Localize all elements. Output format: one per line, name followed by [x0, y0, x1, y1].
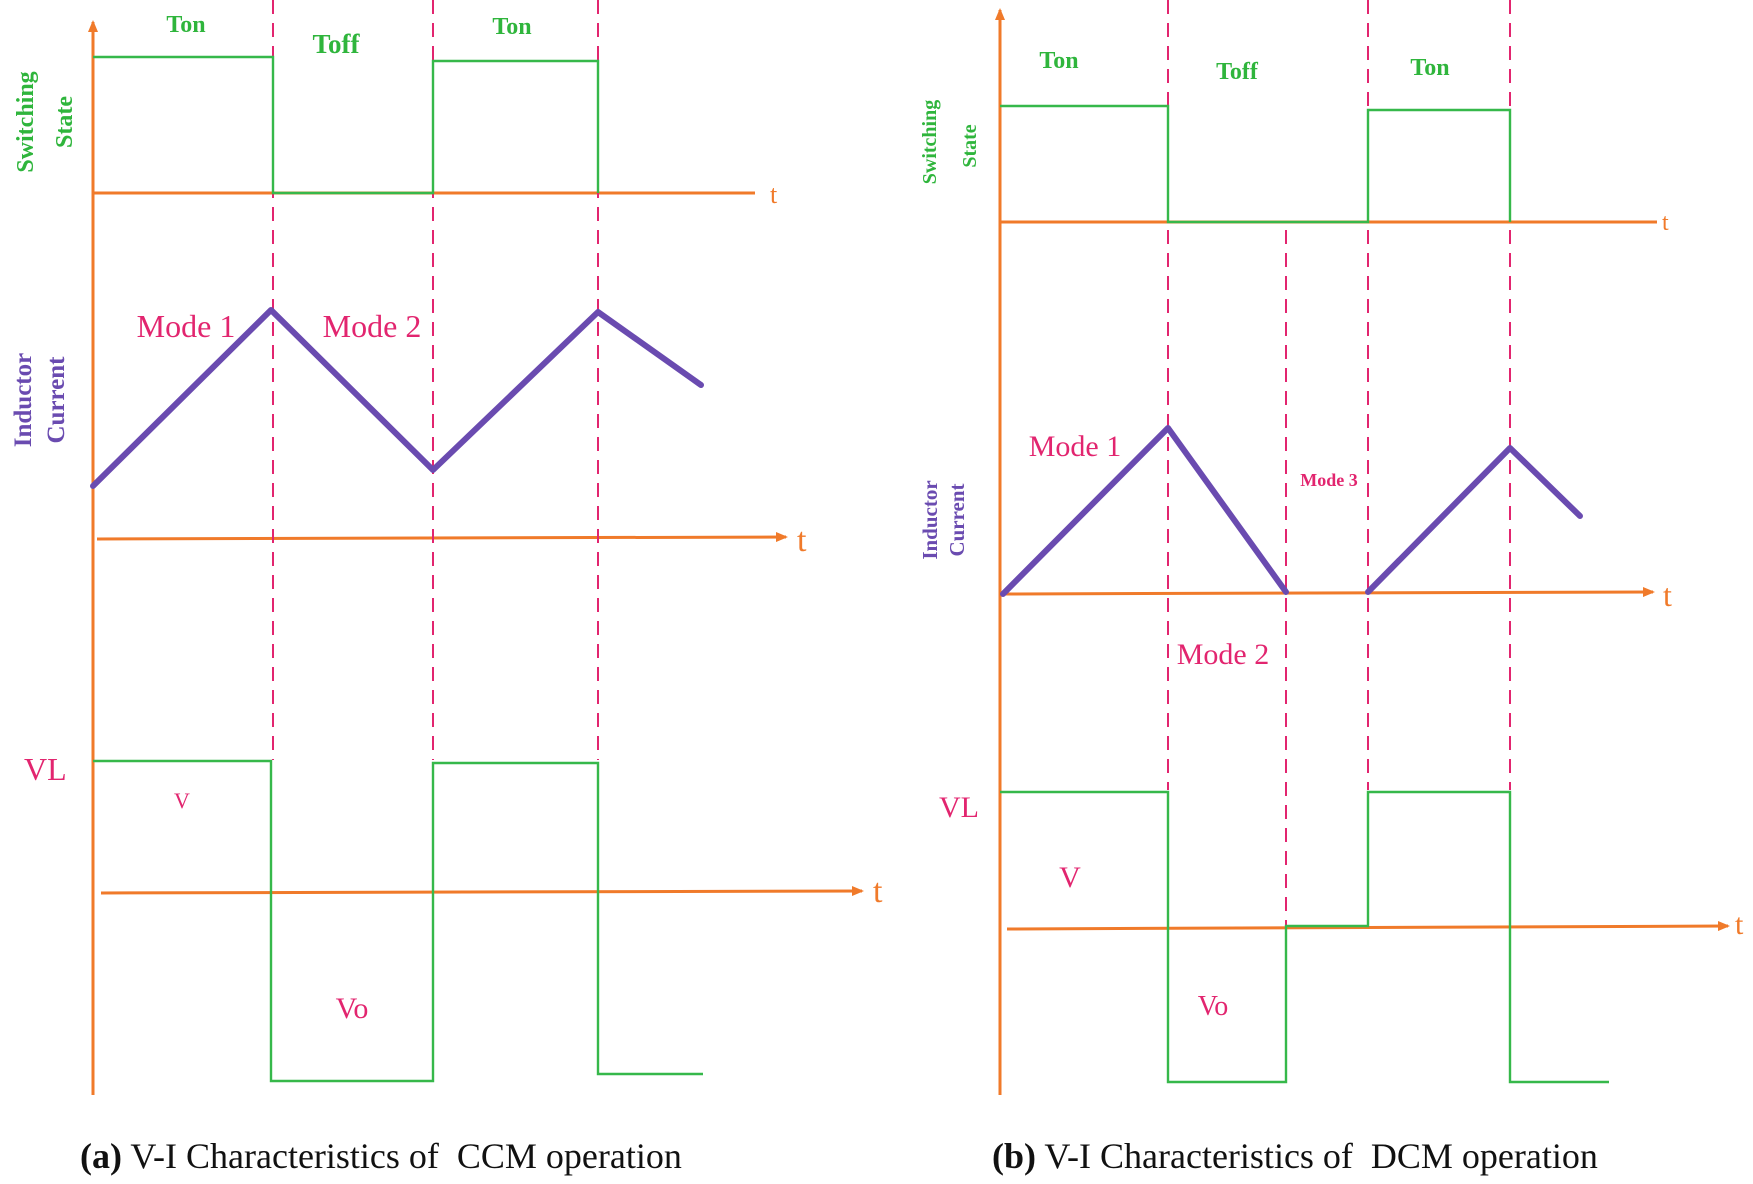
ccm-caption-tag: (a) [80, 1136, 122, 1176]
ccm-v-label: V [174, 788, 190, 813]
dcm-ton-label-2: Ton [1410, 55, 1449, 81]
dcm-inductor-current-second-cycle [1365, 445, 1583, 595]
ccm-t-label-3: t [873, 873, 883, 910]
dcm-mode-2-label: Mode 2 [1177, 638, 1270, 671]
dcm-switching-label: Switching [919, 100, 941, 184]
panel-ccm: Ton Toff Ton Switching State Inductor Cu… [10, 0, 883, 1176]
dcm-voltage-time-axis [1006, 921, 1730, 932]
dcm-v-label: V [1059, 861, 1081, 894]
ccm-t-label-2: t [797, 522, 807, 559]
ccm-t-label-1: t [770, 180, 778, 209]
ccm-inductor-voltage-waveform [93, 759, 703, 1083]
dcm-caption: (b) V-I Characteristics of DCM operation [992, 1136, 1598, 1176]
ccm-toff-label: Toff [312, 29, 360, 59]
dcm-vl-label: VL [939, 791, 979, 824]
dcm-current-label: Current [945, 483, 969, 556]
dcm-inductor-label: Inductor [918, 480, 942, 559]
dcm-mode-3-label: Mode 3 [1300, 470, 1358, 490]
dcm-current-time-axis [999, 587, 1655, 598]
ccm-switching-waveform [93, 55, 600, 195]
ccm-current-label: Current [43, 356, 70, 444]
ccm-ton-label-2: Ton [492, 14, 531, 40]
dcm-inductor-current-rise-fall [1000, 425, 1289, 597]
ccm-state-label: State [52, 96, 78, 148]
ccm-switching-label: Switching [13, 71, 39, 172]
dcm-ton-label-1: Ton [1039, 48, 1078, 74]
dcm-inductor-voltage-waveform [1000, 790, 1609, 1084]
ccm-mode-2-label: Mode 2 [323, 308, 422, 344]
panel-dcm: Ton Toff Ton Switching State Inductor Cu… [918, 0, 1744, 1176]
dcm-caption-tag: (b) [992, 1136, 1036, 1176]
ccm-caption: (a) V-I Characteristics of CCM operation [80, 1136, 682, 1176]
ccm-inductor-label: Inductor [10, 353, 37, 447]
dcm-state-label: State [959, 124, 981, 167]
ccm-vl-label: VL [24, 751, 67, 787]
ccm-mode-1-label: Mode 1 [137, 308, 236, 344]
ccm-current-time-axis [96, 532, 788, 543]
dcm-mode-1-label: Mode 1 [1029, 430, 1122, 463]
dcm-switching-waveform [1000, 104, 1512, 224]
ccm-voltage-time-axis [100, 886, 864, 897]
dcm-caption-text: V-I Characteristics of DCM operation [1036, 1136, 1598, 1176]
ccm-vo-label: Vo [336, 992, 369, 1025]
ccm-inductor-current-waveform [90, 307, 704, 489]
dcm-t-label-3: t [1735, 908, 1744, 941]
dcm-t-label-1: t [1662, 210, 1669, 236]
dcm-t-label-2: t [1663, 577, 1672, 613]
dcm-vo-label: Vo [1198, 991, 1229, 1022]
ccm-caption-text: V-I Characteristics of CCM operation [122, 1136, 682, 1176]
ccm-ton-label-1: Ton [166, 12, 205, 38]
dcm-toff-label: Toff [1216, 59, 1259, 85]
